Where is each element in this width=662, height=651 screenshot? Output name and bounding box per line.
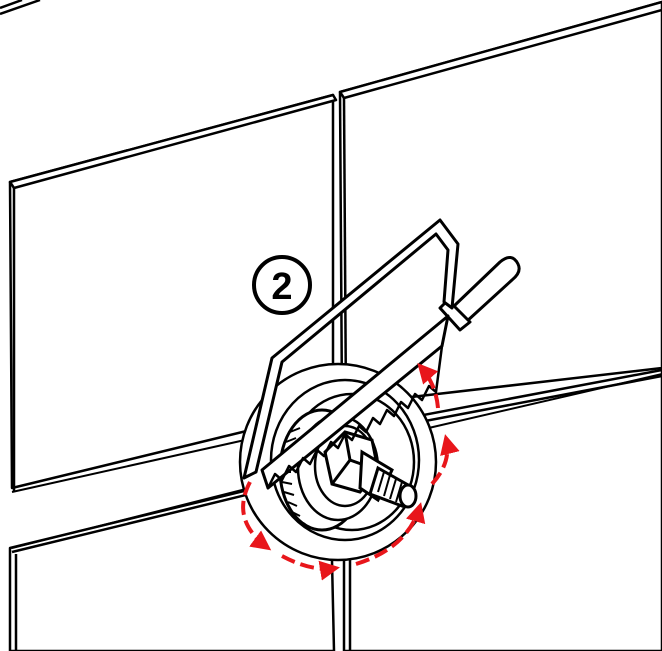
step-badge: 2 [252,255,312,315]
hacksaw-frame [242,218,460,480]
rotation-arrow-left [241,481,272,551]
hacksaw-icon [242,218,521,490]
rotation-arrow-icon [241,363,460,581]
hacksaw-handle [452,256,521,324]
wall-tiles [8,0,662,651]
tile-fragment-top [0,0,41,16]
step-number: 2 [271,266,292,308]
rotation-arrow-top [417,363,440,409]
rotation-arrow-bottom [281,554,340,581]
tile-upper-right [338,0,662,407]
rotation-arrow-right-lower [355,502,426,566]
rotation-arrow-right-mid [430,434,460,486]
faucet-stem-icon [323,430,418,509]
grout-lines [11,373,662,549]
tile-lower-left [8,468,336,651]
